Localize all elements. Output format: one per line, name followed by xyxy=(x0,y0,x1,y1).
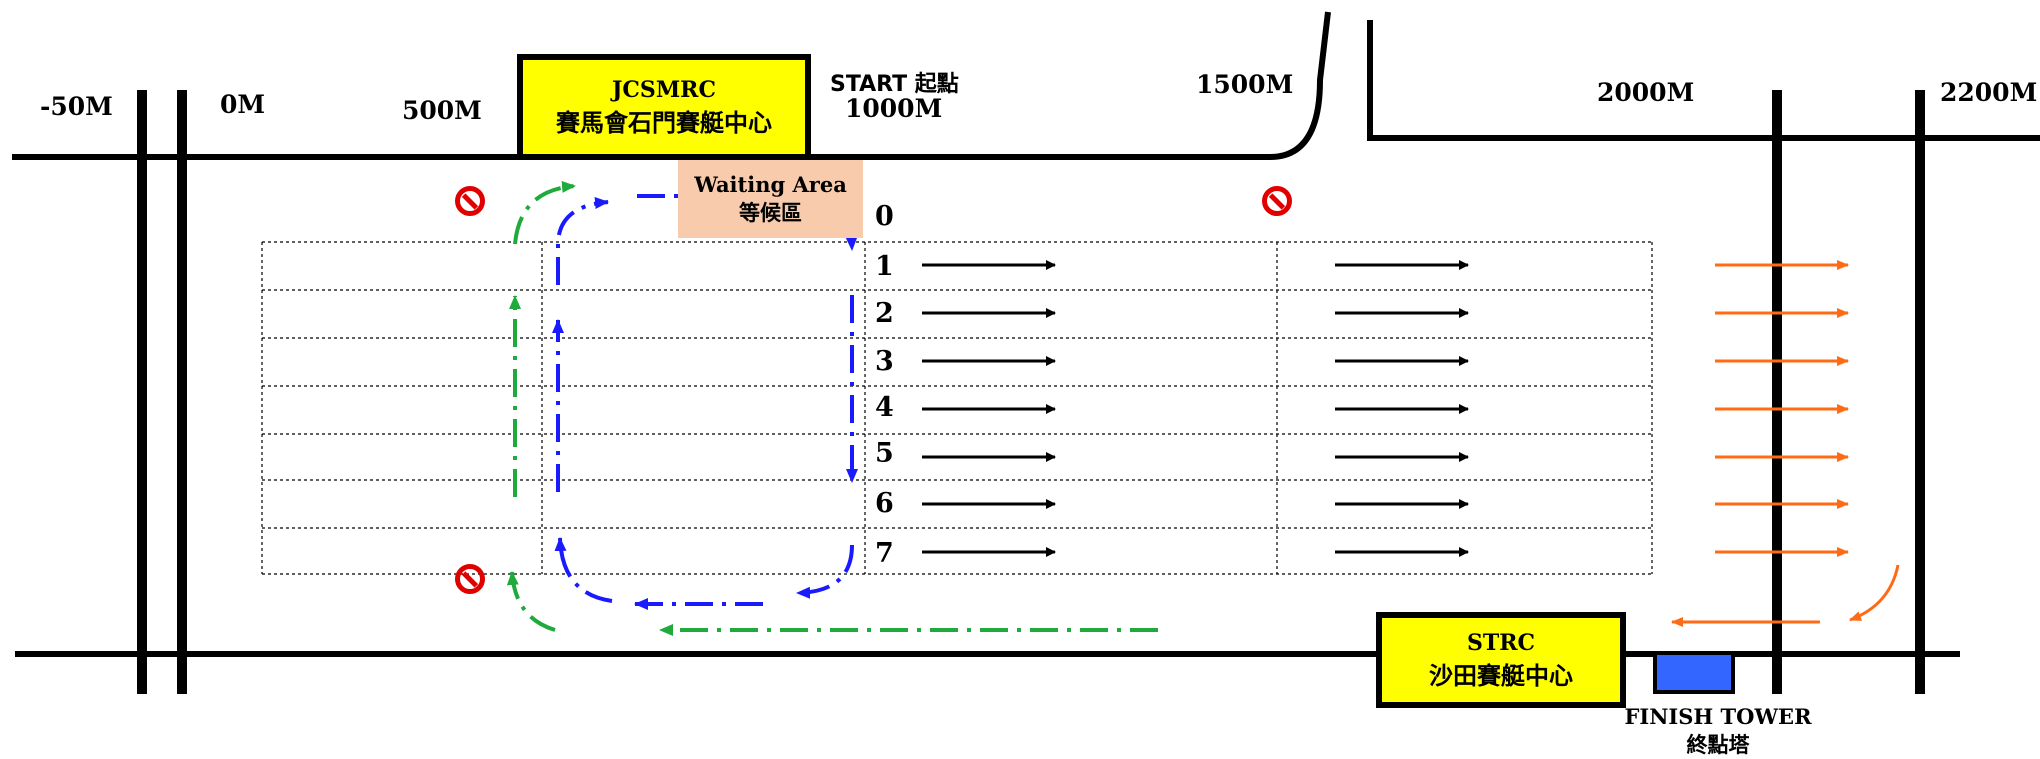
lane-number: 2 xyxy=(875,298,894,329)
no-entry-icon xyxy=(1262,186,1292,216)
blue-circuit xyxy=(552,190,858,610)
distance-marker-2200: 2200M xyxy=(1940,78,2038,107)
no-entry-icon xyxy=(455,564,485,594)
race-arrows xyxy=(922,260,1469,557)
lane-number: 4 xyxy=(875,392,894,423)
waiting-area-en: Waiting Area xyxy=(694,171,847,197)
distance-posts xyxy=(137,90,1925,694)
distance-marker-2000: 2000M xyxy=(1597,78,1695,107)
return-curve-arrow xyxy=(1849,564,1900,622)
green-circuit xyxy=(506,180,1158,636)
strc-box: STRC 沙田賽艇中心 xyxy=(1376,612,1626,708)
distance-marker-1500: 1500M xyxy=(1196,70,1294,99)
lane-number: 3 xyxy=(875,346,894,377)
distance-marker-500: 500M xyxy=(402,96,482,125)
distance-marker-1000: 1000M xyxy=(845,94,943,123)
jcsmrc-name-zh: 賽馬會石門賽艇中心 xyxy=(556,108,772,137)
lane-grid xyxy=(261,241,1653,575)
lane-number: 1 xyxy=(875,251,894,282)
strc-name-en: STRC xyxy=(1466,629,1536,656)
finish-tower-label: FINISH TOWER 終點塔 xyxy=(1618,703,1818,759)
lane-number: 7 xyxy=(875,538,894,569)
start-label: START 起點 xyxy=(830,72,959,97)
distance-marker-neg50: -50M xyxy=(40,92,113,121)
lane-number: 6 xyxy=(875,488,894,519)
distance-marker-0: 0M xyxy=(220,90,266,119)
jcsmrc-box: JCSMRC 賽馬會石門賽艇中心 xyxy=(517,54,811,160)
lane-number: 0 xyxy=(875,201,894,232)
finish-tower-icon xyxy=(1653,651,1735,694)
strc-name-zh: 沙田賽艇中心 xyxy=(1429,661,1573,690)
waiting-area: Waiting Area 等候區 xyxy=(678,160,863,238)
no-entry-icon xyxy=(455,186,485,216)
jcsmrc-name-en: JCSMRC xyxy=(612,76,716,103)
finish-tower-en: FINISH TOWER xyxy=(1624,704,1812,729)
finish-tower-zh: 終點塔 xyxy=(1686,733,1750,757)
lane-number: 5 xyxy=(875,438,894,469)
finish-arrows xyxy=(1671,260,1900,627)
waiting-area-zh: 等候區 xyxy=(739,200,802,225)
shorelines xyxy=(12,11,2040,657)
